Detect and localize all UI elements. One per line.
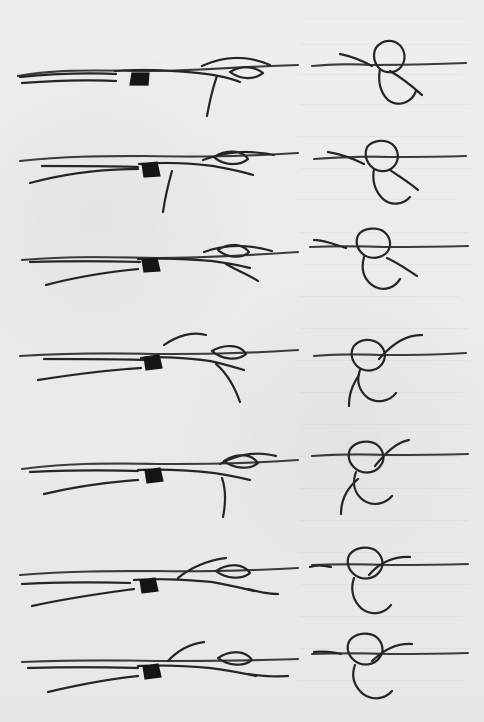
leg [28, 667, 138, 668]
waterline [20, 153, 298, 161]
side-view-drawing-2 [12, 126, 304, 218]
arm [216, 364, 240, 402]
arm [207, 76, 217, 116]
front-view-drawing-3 [306, 218, 474, 310]
side-view-swimmer-1 [12, 28, 304, 120]
side-view-swimmer-2 [12, 126, 304, 218]
swimsuit [144, 355, 162, 370]
waterline [312, 564, 468, 565]
arm [164, 334, 206, 345]
leg [30, 261, 140, 262]
front-view-swimmer-5 [306, 430, 474, 522]
swimsuit [142, 162, 160, 177]
body [353, 665, 392, 698]
front-view-swimmer-6 [306, 540, 474, 632]
side-view-drawing-7 [12, 630, 304, 722]
arm [390, 170, 418, 190]
leg [22, 80, 116, 83]
front-view-drawing-7 [306, 630, 474, 722]
side-view-drawing-4 [12, 320, 304, 412]
stroke-phase-row-1 [0, 28, 484, 120]
leg [44, 359, 146, 360]
arm [387, 258, 417, 276]
front-view-swimmer-2 [306, 126, 474, 218]
front-view-swimmer-1 [306, 28, 474, 120]
waterline [312, 63, 466, 66]
arm [341, 479, 358, 514]
swimsuit [143, 664, 161, 679]
leg [42, 166, 138, 167]
side-view-swimmer-6 [12, 540, 304, 632]
arm [202, 58, 270, 66]
stroke-phase-row-3 [0, 218, 484, 310]
arm [222, 478, 225, 517]
leg [38, 368, 141, 380]
front-view-drawing-6 [306, 540, 474, 632]
front-view-drawing-1 [306, 28, 474, 120]
arm [163, 171, 172, 212]
waterline [22, 659, 298, 662]
stroke-phase-row-2 [0, 126, 484, 218]
waterline [312, 454, 468, 456]
side-view-swimmer-3 [12, 218, 304, 310]
side-view-drawing-6 [12, 540, 304, 632]
waterline [20, 568, 298, 575]
side-view-drawing-5 [12, 430, 304, 522]
leg [48, 676, 138, 692]
waterline [314, 156, 466, 159]
body [358, 370, 396, 401]
front-view-swimmer-3 [306, 218, 474, 310]
arm [375, 440, 409, 466]
body [354, 472, 392, 504]
stroke-phase-row-6 [0, 540, 484, 632]
arm [204, 246, 272, 252]
side-view-swimmer-7 [12, 630, 304, 722]
leg [30, 470, 138, 472]
leg [44, 480, 138, 494]
leg [32, 589, 134, 606]
leg [22, 582, 130, 584]
side-view-drawing-1 [12, 28, 304, 120]
leg [30, 169, 138, 183]
stroke-phase-row-5 [0, 430, 484, 522]
arm [178, 558, 226, 578]
swimsuit [142, 258, 160, 272]
front-view-drawing-2 [306, 126, 474, 218]
waterline [314, 353, 466, 356]
front-view-swimmer-7 [306, 630, 474, 722]
front-view-swimmer-4 [306, 320, 474, 412]
head [357, 229, 390, 258]
stroke-phase-row-7 [0, 630, 484, 722]
swimsuit [140, 578, 158, 593]
side-view-drawing-3 [12, 218, 304, 310]
swimsuit [145, 468, 163, 483]
head [348, 548, 383, 579]
head [218, 652, 252, 664]
head [230, 67, 263, 78]
body [352, 578, 391, 613]
bleed-line [302, 18, 462, 19]
front-view-drawing-5 [306, 430, 474, 522]
arm [310, 566, 331, 568]
stroke-phase-row-4 [0, 320, 484, 412]
side-view-swimmer-5 [12, 430, 304, 522]
bleed-line [302, 424, 472, 425]
swimsuit [130, 73, 149, 85]
front-view-drawing-4 [306, 320, 474, 412]
arm [390, 71, 422, 95]
side-view-swimmer-4 [12, 320, 304, 412]
body [373, 169, 410, 204]
arm [168, 642, 204, 661]
head [349, 442, 384, 473]
leg [46, 269, 138, 285]
head [374, 41, 404, 72]
head [348, 634, 383, 665]
